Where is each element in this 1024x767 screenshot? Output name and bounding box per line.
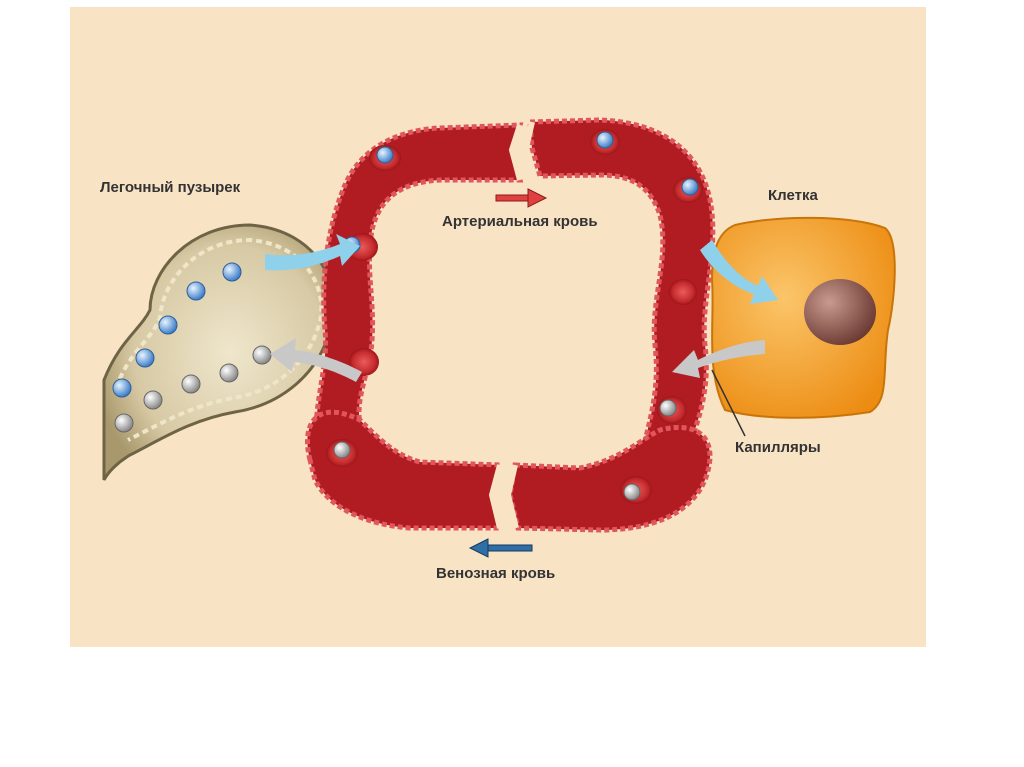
capillaries-label: Капилляры xyxy=(735,439,821,456)
venous-arrow xyxy=(468,538,533,558)
oxygen-molecule xyxy=(186,281,206,301)
capillary-vessel xyxy=(304,117,716,533)
capillaries-leader-line xyxy=(711,369,746,437)
oxygen-molecule xyxy=(222,262,242,282)
alveolus-label: Легочный пузырек xyxy=(100,179,241,196)
co2-molecule xyxy=(623,483,641,501)
co2-molecule xyxy=(333,441,351,459)
arterial-blood-label: Артериальная кровь xyxy=(442,213,598,230)
co2-flow-arrows xyxy=(270,338,765,382)
co2-molecule xyxy=(659,399,677,417)
rbc xyxy=(349,348,379,376)
cell-label: Клетка xyxy=(768,187,818,204)
venous-blood-label: Венозная кровь xyxy=(436,565,555,582)
oxygen-molecule xyxy=(596,131,614,149)
co2-molecules xyxy=(114,345,677,501)
oxygen-to-blood-arrow xyxy=(265,234,360,271)
oxygen-molecule xyxy=(376,146,394,164)
oxygen-molecule xyxy=(135,348,155,368)
oxygen-flow-arrows xyxy=(265,234,778,304)
co2-to-alveolus-arrow xyxy=(270,338,362,382)
oxygen-molecule xyxy=(112,378,132,398)
oxygen-molecule xyxy=(158,315,178,335)
oxygen-to-cell-arrow xyxy=(700,240,778,304)
co2-molecule xyxy=(252,345,272,365)
alveolus xyxy=(102,223,336,481)
rbc xyxy=(669,279,697,305)
co2-to-blood-arrow xyxy=(672,340,765,378)
co2-molecule xyxy=(219,363,239,383)
co2-molecule xyxy=(114,413,134,433)
arterial-arrow xyxy=(495,188,548,208)
co2-molecule xyxy=(143,390,163,410)
body-cell xyxy=(710,216,896,419)
oxygen-molecule xyxy=(681,178,699,196)
co2-molecule xyxy=(181,374,201,394)
cell-nucleus xyxy=(804,279,876,345)
